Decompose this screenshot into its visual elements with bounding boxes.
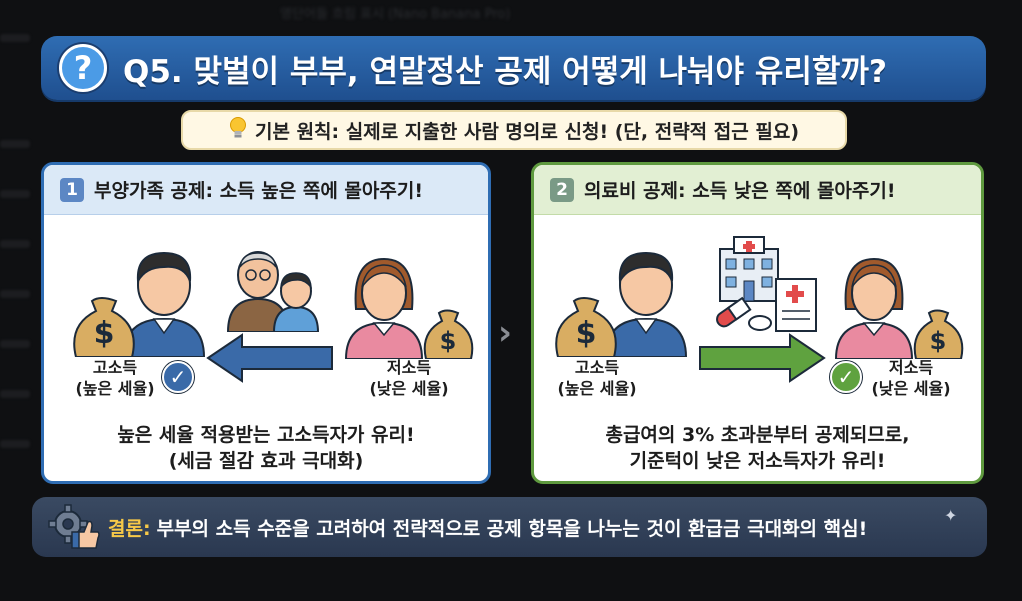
check-icon: ✓ xyxy=(830,361,862,393)
principle-text: 기본 원칙: 실제로 지출한 사람 명의로 신청! (단, 전략적 접근 필요) xyxy=(255,120,799,143)
svg-text:$: $ xyxy=(576,316,597,351)
panel-caption-2: 기준턱이 낮은 저소득자가 유리! xyxy=(629,450,886,472)
svg-text:$: $ xyxy=(930,327,947,355)
question-icon: ? xyxy=(59,44,107,92)
high-earner-man-figure: $ xyxy=(555,251,688,357)
high-earner-label: 고소득 (높은 세율) xyxy=(557,358,637,398)
background-bottom-blur xyxy=(0,568,1022,601)
background-sidebar-line xyxy=(0,390,30,398)
high-earner-label: 고소득 (높은 세율) xyxy=(75,358,155,398)
background-sidebar-line xyxy=(0,340,30,348)
conclusion-banner: 결론: 부부의 소득 수준을 고려하여 전략적으로 공제 항목을 나누는 것이 … xyxy=(32,497,987,557)
low-earner-label: 저소득 (낮은 세율) xyxy=(871,358,951,398)
panel-caption-1: 총급여의 3% 초과분부터 공제되므로, xyxy=(605,424,910,446)
sparkle-icon: ✦ xyxy=(944,506,958,525)
panel-number-badge: 2 xyxy=(550,177,574,202)
page-title: Q5. 맞벌이 부부, 연말정산 공제 어떻게 나눠야 유리할까? xyxy=(123,53,887,90)
hospital-medical-icon xyxy=(716,236,817,332)
panel-number-badge: 1 xyxy=(60,177,84,202)
panel-caption-2: (세금 절감 효과 극대화) xyxy=(168,450,364,472)
gear-thumbs-up-icon xyxy=(48,504,100,550)
lightbulb-icon xyxy=(229,116,247,145)
low-earner-label: 저소득 (낮은 세율) xyxy=(369,358,449,398)
background-sidebar-line xyxy=(0,34,30,42)
arrow-left-icon xyxy=(206,333,333,383)
background-title-text: 영단어들 흐림 표시 (Nano Banana Pro) xyxy=(280,7,511,22)
principle-banner: 기본 원칙: 실제로 지출한 사람 명의로 신청! (단, 전략적 접근 필요) xyxy=(181,110,847,150)
dependent-family-figure xyxy=(226,251,320,332)
conclusion-text: 부부의 소득 수준을 고려하여 전략적으로 공제 항목을 나누는 것이 환급금 … xyxy=(156,517,868,540)
panel-title: 의료비 공제: 소득 낮은 쪽에 몰아주기! xyxy=(584,180,896,202)
low-earner-woman-figure: $ xyxy=(344,257,474,359)
low-earner-woman-figure: $ xyxy=(834,257,964,359)
conclusion-label: 결론: xyxy=(108,517,151,540)
background-sidebar-line xyxy=(0,440,30,448)
svg-text:$: $ xyxy=(94,316,115,351)
panel-header: 1 부양가족 공제: 소득 높은 쪽에 몰아주기! xyxy=(44,165,488,215)
title-banner: ? Q5. 맞벌이 부부, 연말정산 공제 어떻게 나눠야 유리할까? xyxy=(41,36,986,100)
svg-text:$: $ xyxy=(440,327,457,355)
background-sidebar-line xyxy=(0,240,30,248)
panel-header: 2 의료비 공제: 소득 낮은 쪽에 몰아주기! xyxy=(534,165,981,215)
background-sidebar-line xyxy=(0,190,30,198)
medical-deduction-panel: 2 의료비 공제: 소득 낮은 쪽에 몰아주기! $ xyxy=(531,162,984,484)
dependent-deduction-panel: 1 부양가족 공제: 소득 높은 쪽에 몰아주기! $ $ ✓ 고소 xyxy=(41,162,491,484)
check-icon: ✓ xyxy=(162,361,194,393)
panel-caption-1: 높은 세율 적용받는 고소득자가 유리! xyxy=(117,424,415,446)
chevron-right-icon: › xyxy=(498,313,513,353)
panel-title: 부양가족 공제: 소득 높은 쪽에 몰아주기! xyxy=(94,180,424,202)
arrow-right-icon xyxy=(699,333,826,383)
background-sidebar-line xyxy=(0,140,30,148)
high-earner-man-figure: $ xyxy=(73,251,206,357)
background-sidebar-line xyxy=(0,290,30,298)
